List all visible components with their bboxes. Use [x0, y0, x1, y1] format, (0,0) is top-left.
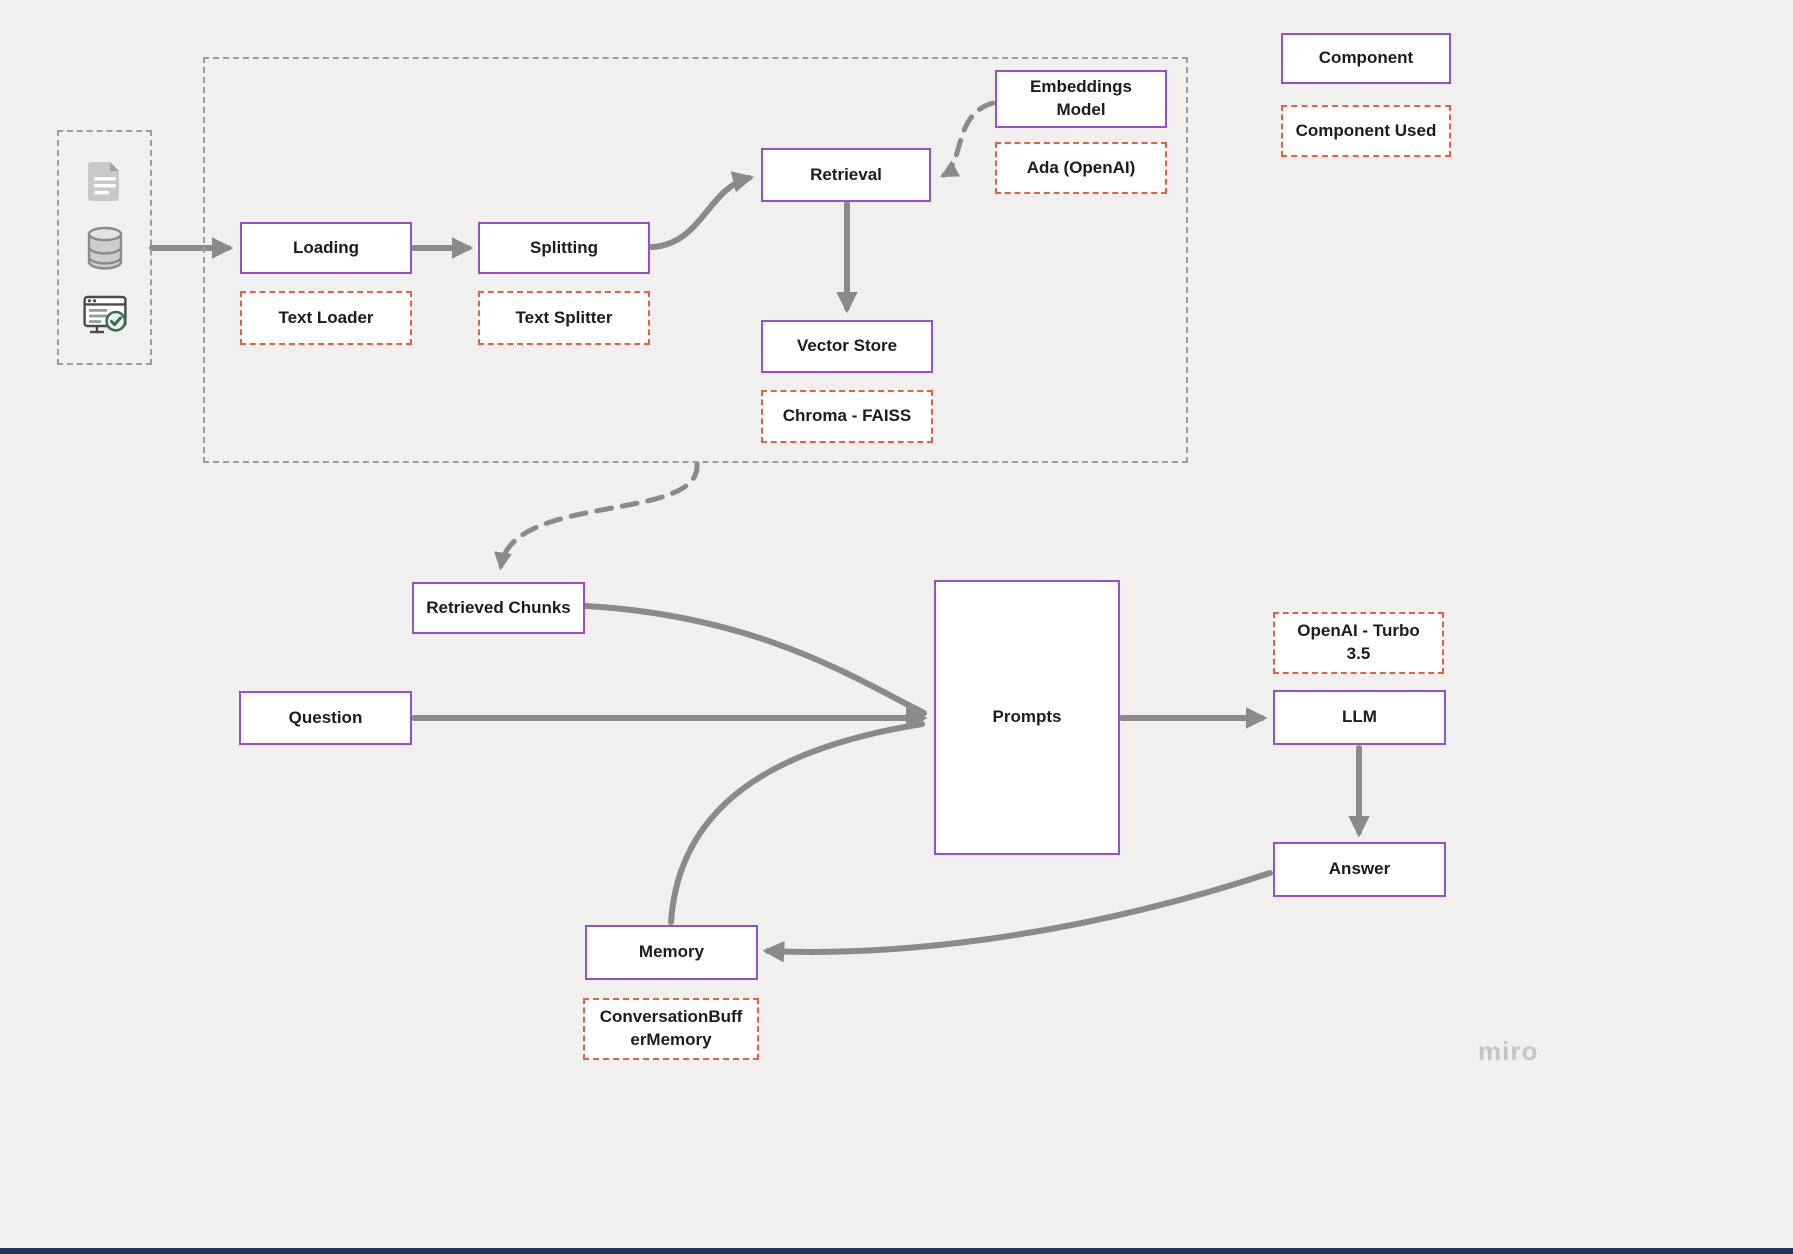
connector-memory-prompts	[668, 721, 925, 925]
node-retrieval[interactable]: Retrieval	[761, 148, 931, 202]
node-retrieved-chunks[interactable]: Retrieved Chunks	[412, 582, 585, 634]
database-icon	[80, 223, 130, 273]
data-sources-box[interactable]	[57, 130, 152, 365]
node-llm[interactable]: LLM	[1273, 690, 1446, 745]
node-memory[interactable]: Memory	[585, 925, 758, 980]
node-openai-turbo[interactable]: OpenAI - Turbo 3.5	[1273, 612, 1444, 674]
node-vector-store[interactable]: Vector Store	[761, 320, 933, 373]
node-prompts[interactable]: Prompts	[934, 580, 1120, 855]
web-check-icon	[80, 289, 130, 339]
legend-component[interactable]: Component	[1281, 33, 1451, 84]
connector-answer-memory	[762, 870, 1273, 963]
node-splitting[interactable]: Splitting	[478, 222, 650, 274]
node-loading[interactable]: Loading	[240, 222, 412, 274]
node-conversation-buffer-memory[interactable]: ConversationBufferMemory	[583, 998, 759, 1060]
legend-component-used[interactable]: Component Used	[1281, 105, 1451, 157]
node-text-loader[interactable]: Text Loader	[240, 291, 412, 345]
document-icon	[80, 156, 130, 206]
connector-retrievedchunks-prompts	[583, 603, 927, 716]
ingestion-pipeline-container[interactable]	[203, 57, 1188, 463]
node-chroma-faiss[interactable]: Chroma - FAISS	[761, 390, 933, 443]
bottom-edge-bar	[0, 1248, 1793, 1254]
connector-container-retrievedchunks	[494, 461, 700, 571]
node-ada-openai[interactable]: Ada (OpenAI)	[995, 142, 1167, 194]
node-embeddings-model[interactable]: Embeddings Model	[995, 70, 1167, 128]
node-answer[interactable]: Answer	[1273, 842, 1446, 897]
miro-watermark: miro	[1478, 1036, 1539, 1066]
node-question[interactable]: Question	[239, 691, 412, 745]
node-text-splitter[interactable]: Text Splitter	[478, 291, 650, 345]
